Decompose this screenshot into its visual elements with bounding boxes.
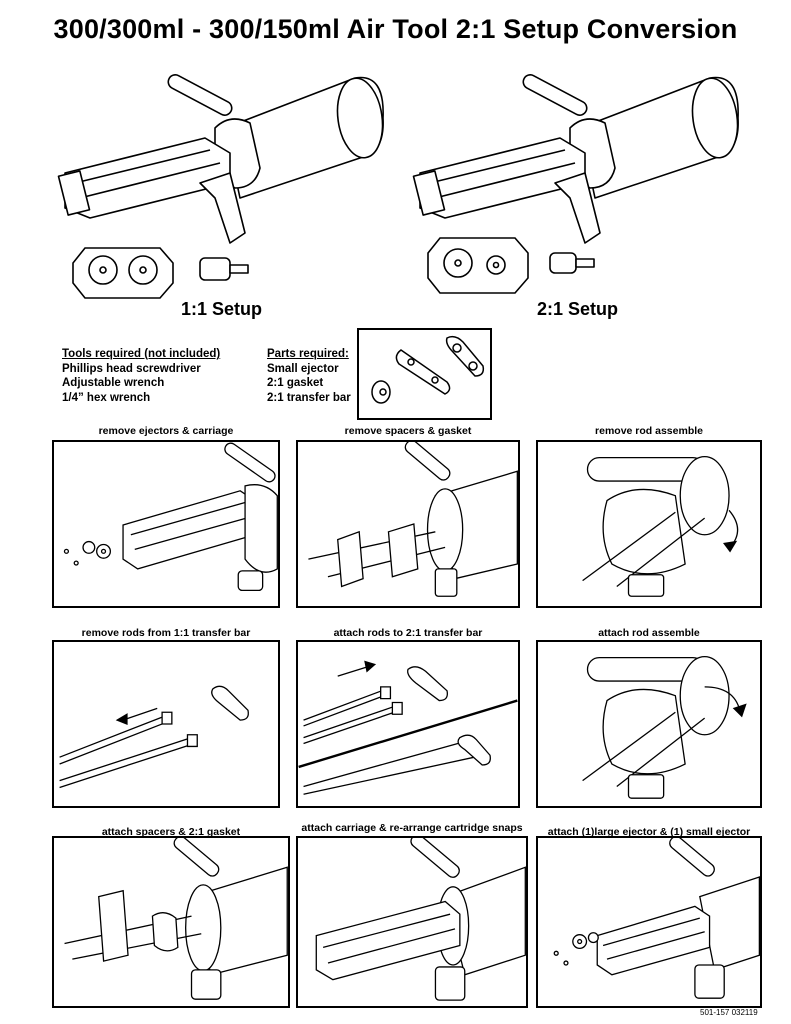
tools-heading: Tools required (not included) bbox=[62, 348, 221, 360]
part-item: 2:1 gasket bbox=[267, 377, 324, 389]
parts-heading: Parts required: bbox=[267, 348, 349, 360]
part-item: 2:1 transfer bar bbox=[267, 391, 351, 404]
page-title: 300/300ml - 300/150ml Air Tool 2:1 Setup… bbox=[53, 14, 738, 44]
parts-illustration bbox=[357, 328, 492, 420]
step-panel-2 bbox=[296, 440, 520, 608]
part-item: Small ejector bbox=[267, 362, 339, 375]
step-panel-5 bbox=[296, 640, 520, 808]
step-panel-1 bbox=[52, 440, 280, 608]
step-label-5: attach rods to 2:1 transfer bar bbox=[333, 627, 483, 639]
setup-label-2-1: 2:1 Setup bbox=[537, 299, 619, 319]
step-panel-7 bbox=[52, 836, 290, 1008]
step-panel-8 bbox=[296, 836, 528, 1008]
step-label-4: remove rods from 1:1 transfer bar bbox=[81, 627, 251, 639]
step-label-6: attach rod assemble bbox=[598, 627, 700, 639]
parts-list: Parts required: Small ejector 2:1 gasket… bbox=[267, 347, 351, 405]
setup-2-1-illustration bbox=[410, 58, 750, 308]
step-label-9: attach (1)large ejector & (1) small ejec… bbox=[547, 826, 751, 838]
tool-item: Phillips head screwdriver bbox=[62, 362, 201, 375]
tool-item: 1/4” hex wrench bbox=[62, 391, 151, 404]
tools-list: Tools required (not included) Phillips h… bbox=[62, 347, 220, 405]
step-label-8: attach carriage & re-arrange cartridge s… bbox=[301, 822, 523, 834]
step-panel-9 bbox=[536, 836, 762, 1008]
step-label-1: remove ejectors & carriage bbox=[98, 425, 234, 437]
setup-1-1-illustration bbox=[55, 58, 395, 308]
tool-item: Adjustable wrench bbox=[62, 377, 165, 389]
document-number: 501-157 032119 bbox=[700, 1008, 758, 1017]
step-label-7: attach spacers & 2:1 gasket bbox=[101, 826, 241, 838]
step-panel-3 bbox=[536, 440, 762, 608]
step-label-2: remove spacers & gasket bbox=[344, 425, 472, 437]
step-panel-6 bbox=[536, 640, 762, 808]
step-panel-4 bbox=[52, 640, 280, 808]
step-label-3: remove rod assemble bbox=[595, 425, 703, 437]
setup-label-1-1: 1:1 Setup bbox=[181, 299, 263, 319]
